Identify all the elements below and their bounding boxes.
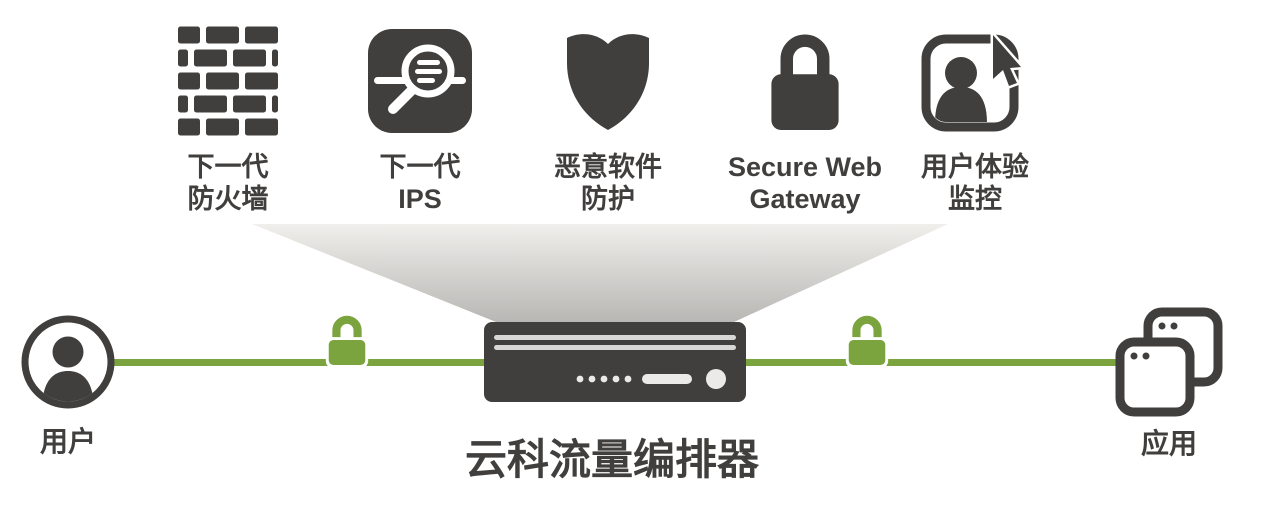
firewall-icon [178, 22, 278, 140]
service-label-line1: 下一代 [379, 152, 461, 182]
apps-windows-icon [1112, 306, 1226, 420]
service-label-line1: 下一代 [187, 152, 269, 182]
service-user-experience-monitoring: 用户体验 监控 [885, 22, 1065, 216]
ips-magnifier-icon [368, 22, 472, 140]
service-label: 下一代 IPS [380, 152, 461, 216]
service-label-line1: 用户体验 [921, 152, 1029, 182]
service-label-line1: 恶意软件 [554, 152, 662, 182]
user-monitor-icon [921, 22, 1029, 140]
service-label-line2: 监控 [948, 183, 1002, 214]
shield-icon [558, 22, 658, 140]
user-circle-icon [20, 314, 116, 410]
service-malware-protection: 恶意软件 防护 [518, 22, 698, 216]
service-label-line2: 防火墙 [187, 183, 269, 214]
service-label-line2: IPS [398, 183, 442, 214]
service-label-line2: 防护 [581, 183, 635, 214]
service-next-gen-ips: 下一代 IPS [330, 22, 510, 216]
service-label: 恶意软件 防护 [554, 152, 662, 216]
service-secure-web-gateway: Secure Web Gateway [715, 22, 895, 216]
app-label: 应用 [1140, 428, 1197, 459]
service-label: 用户体验 监控 [921, 152, 1029, 216]
service-label-line2: Gateway [749, 183, 861, 214]
user-label: 用户 [39, 426, 96, 457]
service-label-line1: Secure Web [727, 152, 883, 182]
funnel-shape [252, 224, 948, 322]
green-padlock-icon [842, 312, 892, 368]
service-label: Secure Web Gateway [728, 152, 882, 216]
service-label: 下一代 防火墙 [188, 152, 269, 216]
server-appliance-icon [484, 322, 746, 402]
padlock-icon [757, 22, 853, 140]
green-padlock-icon [322, 312, 372, 368]
service-next-gen-firewall: 下一代 防火墙 [138, 22, 318, 216]
orchestrator-label: 云科流量编排器 [464, 436, 759, 483]
